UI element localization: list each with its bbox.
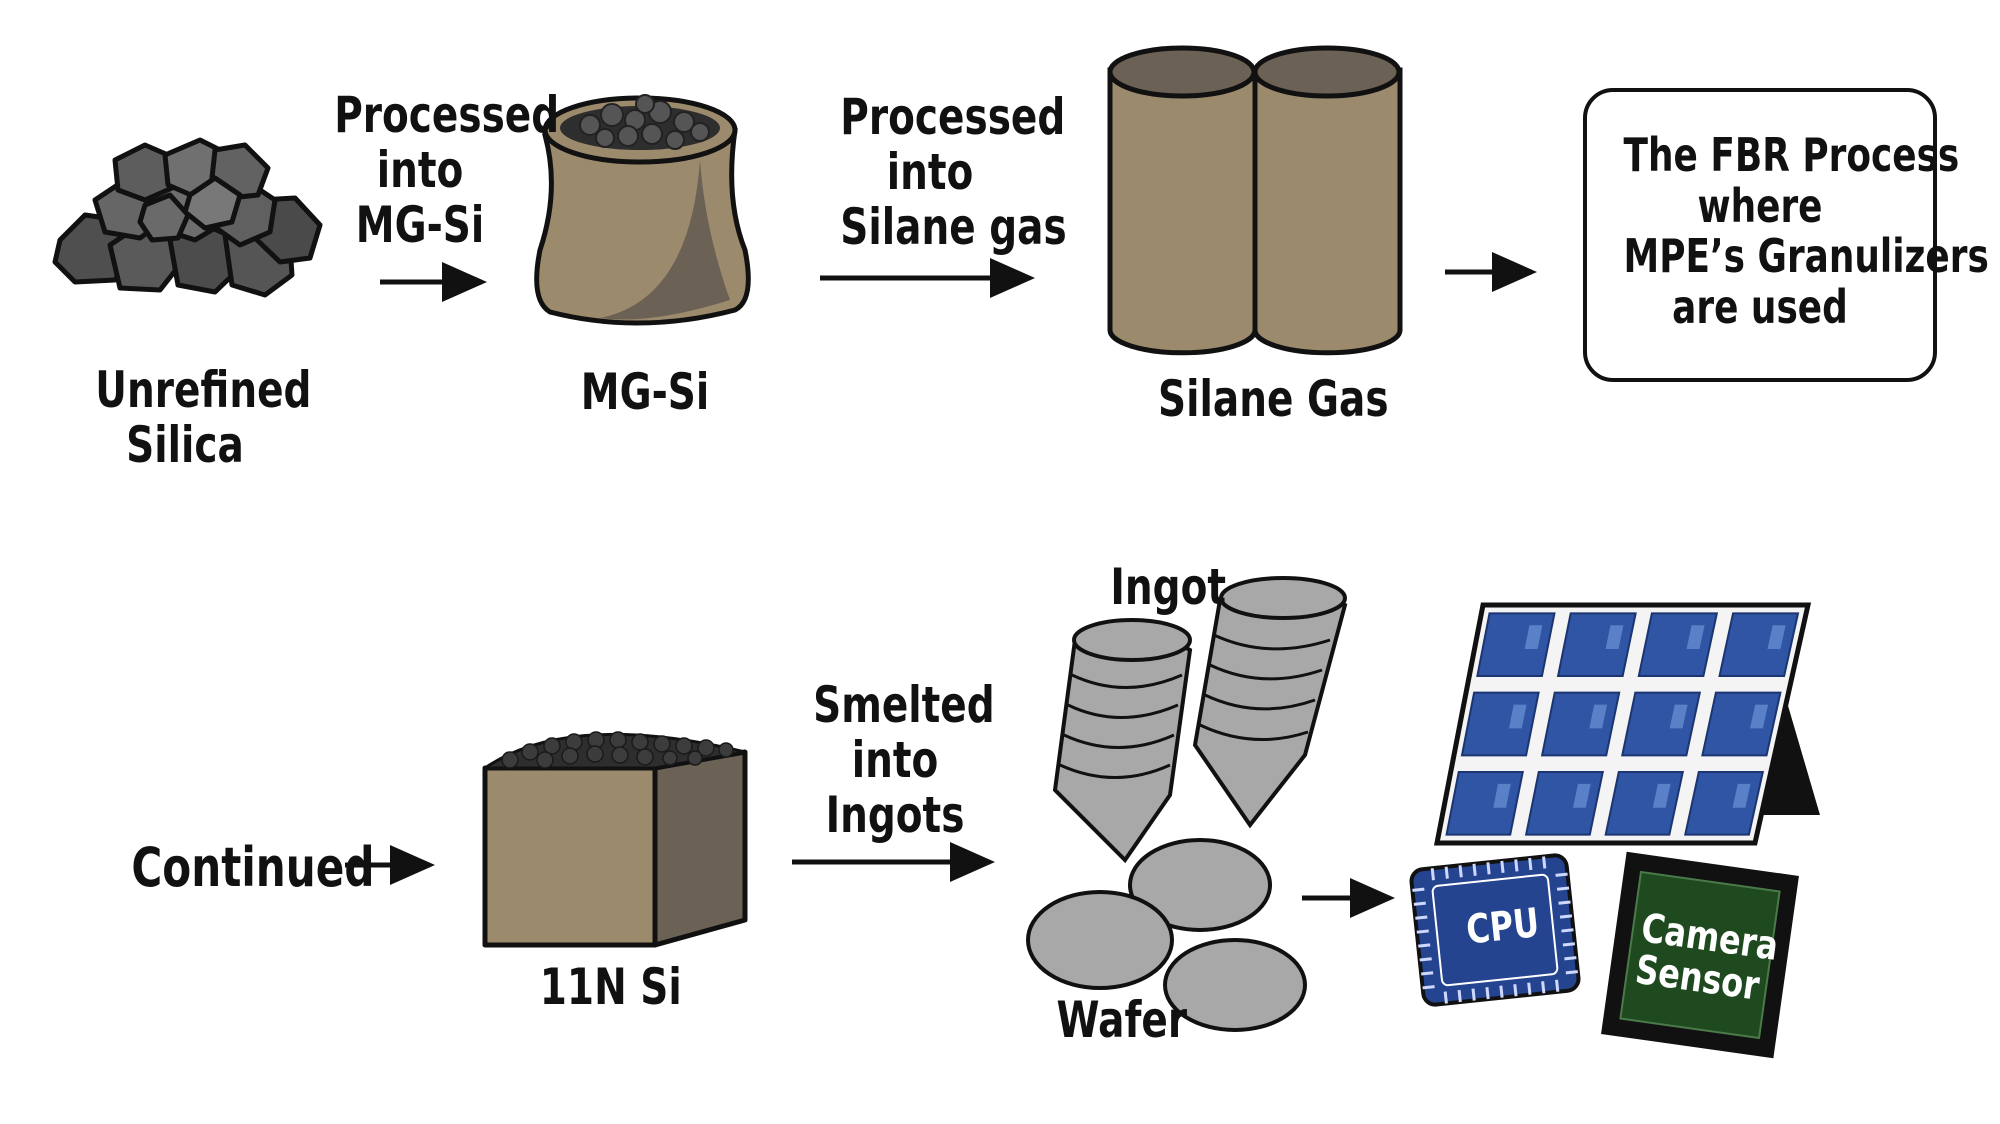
solar-cell-highlight <box>1767 625 1786 650</box>
cpu-pin <box>1561 928 1574 933</box>
cpu-pin <box>1413 901 1426 906</box>
cpu-pin <box>1565 970 1578 975</box>
cpu-pin <box>1419 957 1432 962</box>
unrefined-silica-label: Unrefined Silica <box>95 361 312 474</box>
cpu-pin <box>1471 988 1476 1001</box>
cpu-pin <box>1472 863 1477 876</box>
11n-si-label: 11N Si <box>539 958 682 1016</box>
solar-cell-highlight <box>1652 783 1671 808</box>
ingot-label: Ingot <box>1110 558 1227 616</box>
camera-sensor-label: Camera Sensor <box>1633 905 1781 1009</box>
solar-cell-highlight <box>1605 625 1624 650</box>
fbr-box-text: The FBR Process where MPE’s Granulizers … <box>1623 128 1989 334</box>
solar-cell <box>1445 770 1524 836</box>
arrow2-caption: Processed into Silane gas <box>840 88 1067 256</box>
ingot-left <box>1052 618 1193 864</box>
cpu-pin <box>1528 857 1533 871</box>
cpu-pin <box>1485 986 1490 1000</box>
cpu-pin <box>1542 856 1547 869</box>
cpu-pin <box>1513 984 1518 997</box>
cpu-pin <box>1444 866 1449 879</box>
cpu-chip-graphic <box>1409 853 1581 1007</box>
solar-cell <box>1476 612 1556 678</box>
solar-cell <box>1604 770 1685 836</box>
solar-cell-highlight <box>1573 783 1591 808</box>
solar-panel <box>1433 602 1820 846</box>
solar-cell <box>1524 770 1604 836</box>
ingot-right <box>1192 576 1348 829</box>
solar-cell-highlight <box>1686 625 1705 650</box>
cpu-pin <box>1499 985 1504 998</box>
arrow3-caption-line1: Smelted <box>813 676 995 734</box>
arrow2-caption-line2: into <box>886 143 974 201</box>
cpu-pin <box>1430 868 1435 881</box>
wafers <box>1026 838 1307 1032</box>
solar-cell <box>1718 612 1800 678</box>
cpu-pin <box>1514 859 1519 872</box>
fbr-process-box <box>1583 88 1937 382</box>
camera-sensor-graphic <box>1601 851 1799 1059</box>
fbr-line3: MPE’s Granulizers <box>1623 229 1989 284</box>
cpu-pin <box>1415 915 1428 920</box>
solar-cell <box>1540 691 1621 757</box>
cpu-pin <box>1443 991 1448 1004</box>
arrow1-caption: Processed into MG-Si <box>334 86 560 254</box>
cpu-pin <box>1541 981 1546 994</box>
arrow3-caption: Smelted into Ingots <box>813 676 995 844</box>
solar-cell-highlight <box>1524 625 1543 650</box>
cpu-pin <box>1564 956 1577 961</box>
cpu-pin <box>1412 887 1425 892</box>
cpu-pin <box>1416 929 1429 934</box>
cpu-pin <box>1418 943 1431 948</box>
unrefined-silica-line1: Unrefined <box>95 361 312 419</box>
arrow2-caption-line1: Processed <box>840 88 1066 146</box>
arrow3-caption-line2: into <box>851 731 939 789</box>
solar-cell-highlight <box>1508 704 1527 729</box>
arrow3-caption-line3: Ingots <box>825 786 965 844</box>
cpu-pin <box>1458 865 1463 878</box>
fbr-line2: where <box>1697 178 1823 233</box>
solar-cell <box>1701 691 1782 757</box>
cpu-pin <box>1421 971 1434 976</box>
cpu-pin <box>1562 942 1576 947</box>
cpu-pin <box>1486 862 1491 875</box>
fbr-line4: are used <box>1672 279 1848 334</box>
cpu-label: CPU <box>1464 900 1542 954</box>
cpu-pin <box>1558 900 1571 905</box>
mgsi-sack <box>534 94 751 326</box>
wafer-label: Wafer <box>1056 991 1188 1049</box>
cpu-pin <box>1555 979 1560 992</box>
solar-cell <box>1684 770 1765 836</box>
continued-label: Continued <box>131 836 375 899</box>
solar-cell-highlight <box>1589 704 1608 729</box>
silica-rock-pile <box>52 137 323 298</box>
solar-cell-highlight <box>1749 704 1769 729</box>
arrow1-caption-line1: Processed <box>334 86 560 144</box>
arrow1-caption-line2: into <box>376 141 464 199</box>
solar-cell <box>1637 612 1719 678</box>
cpu-pin <box>1500 860 1505 874</box>
cpu-pin <box>1555 872 1568 877</box>
cpu-pin <box>1527 982 1532 995</box>
fbr-line1: The FBR Process <box>1623 128 1960 182</box>
cpu-pin <box>1559 914 1573 919</box>
unrefined-silica-line2: Silica <box>126 416 244 474</box>
mgsi-label: MG-Si <box>580 363 710 421</box>
silane-cylinders <box>1107 45 1403 356</box>
solar-cell-highlight <box>1493 783 1511 808</box>
solar-cell-highlight <box>1669 704 1688 729</box>
arrow2-caption-line3: Silane gas <box>840 198 1067 256</box>
solar-cell <box>1621 691 1702 757</box>
cpu-pin <box>1457 989 1462 1003</box>
cpu-pin <box>1422 985 1435 990</box>
cpu-pin <box>1556 886 1570 891</box>
solar-cell-highlight <box>1732 783 1751 808</box>
solar-cell <box>1556 612 1637 678</box>
granule-box <box>482 731 748 948</box>
silane-gas-label: Silane Gas <box>1158 370 1389 428</box>
arrow1-caption-line3: MG-Si <box>355 196 485 254</box>
solar-cell <box>1460 691 1540 757</box>
